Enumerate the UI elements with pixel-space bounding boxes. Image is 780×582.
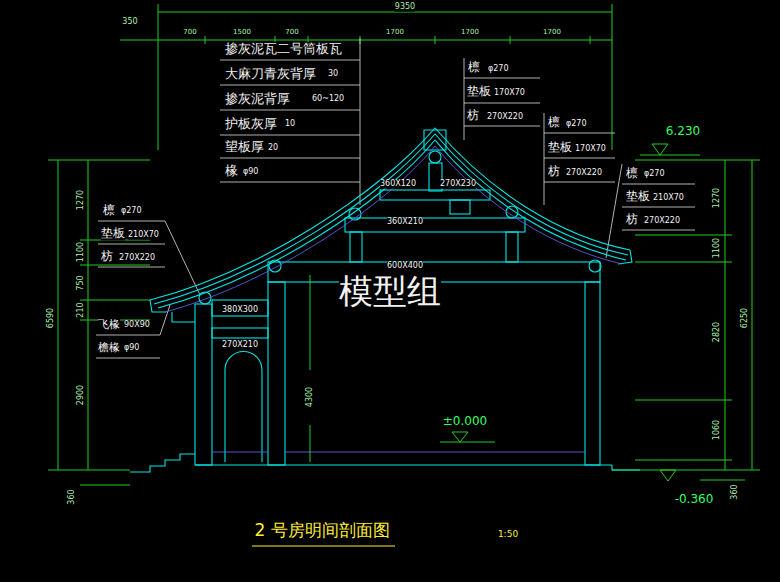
annotation-label: 枋 (626, 213, 638, 226)
annotation-label: φ270 (121, 207, 142, 216)
annotation-label: 600X400 (387, 262, 423, 271)
annotation-label: 垫板 (101, 227, 125, 240)
annotation-label: 掺灰泥背厚 (225, 92, 290, 106)
annotation-label: 350 (122, 18, 137, 27)
annotation-label: 檩 (468, 61, 480, 74)
annotation-label: 1500 (233, 29, 251, 37)
annotation-label: 360X120 (380, 180, 416, 189)
annotation-label: 垫板 (626, 190, 650, 203)
annotation-label: 20 (268, 144, 278, 153)
annotation-label: 170X70 (494, 89, 525, 98)
title-underline (252, 546, 395, 547)
annotation-label: 檩 (103, 204, 115, 217)
dimension-label: 360 (731, 484, 740, 499)
annotation-label: 270X220 (487, 113, 523, 122)
annotation-label: 1:50 (498, 530, 518, 540)
dimension-label: 6250 (741, 308, 750, 328)
annotation-label: 檐椽 (98, 342, 120, 354)
annotation-label: φ270 (566, 120, 587, 129)
annotation-label: 掺灰泥瓦二号筒板瓦 (225, 42, 342, 56)
annotation-label: 9350 (395, 3, 415, 12)
annotation-label: 护板灰厚 (225, 117, 277, 131)
annotation-label: 270X220 (119, 254, 155, 263)
dimension-label: 2900 (77, 385, 86, 405)
dimension-label: 2820 (713, 322, 722, 342)
annotation-label: 360X210 (387, 218, 423, 227)
annotation-label: 700 (285, 29, 298, 37)
annotation-label: φ270 (644, 170, 665, 179)
annotation-label: 垫板 (467, 85, 491, 98)
dimension-label: 1270 (713, 188, 722, 208)
annotation-label: 270X230 (440, 180, 476, 189)
annotation-label: 270X220 (566, 169, 602, 178)
dimension-label: 1270 (77, 190, 86, 210)
dimension-label: 210 (77, 302, 86, 317)
annotation-label: 枋 (467, 109, 479, 122)
inner-lines (165, 146, 622, 452)
annotation-label: 270X210 (222, 341, 258, 350)
annotation-label: 210X70 (128, 231, 159, 240)
annotation-label: ±0.000 (443, 415, 487, 428)
dimension-lines (48, 4, 760, 485)
annotation-label: 檩 (548, 116, 560, 129)
annotation-label: 望板厚 (225, 140, 264, 154)
annotation-label: 60~120 (312, 95, 344, 104)
annotation-label: 垫板 (548, 141, 572, 154)
annotation-label: 380X300 (222, 306, 258, 315)
annotation-label: -0.360 (675, 493, 714, 506)
annotation-label: φ270 (488, 65, 509, 74)
annotation-label: 210X70 (653, 194, 684, 203)
dimension-label: 6590 (47, 308, 56, 328)
annotation-label: 30 (328, 70, 338, 79)
dimension-label: 1100 (713, 238, 722, 258)
annotation-label: φ90 (124, 344, 139, 353)
annotation-label: 模型组 (339, 273, 441, 310)
dimension-label: 360 (68, 489, 77, 504)
annotation-label: 170X70 (575, 145, 606, 154)
drawing-title: 2 号房明间剖面图 (254, 521, 389, 540)
annotation-label: 椽 (225, 164, 238, 178)
annotation-label: 枋 (101, 250, 113, 263)
building-outline (130, 128, 640, 472)
dimension-label: 1100 (77, 242, 86, 262)
dimension-label: 1060 (713, 420, 722, 440)
annotation-label: 1700 (461, 29, 479, 37)
annotation-label: φ90 (243, 168, 258, 177)
annotation-label: 大麻刀青灰背厚 (225, 67, 316, 81)
leader-lines (96, 38, 695, 358)
dimension-label: 750 (77, 275, 86, 290)
annotation-label: 6.230 (666, 125, 700, 138)
annotation-label: 檩 (626, 167, 638, 180)
annotation-label: 90X90 (124, 321, 150, 330)
annotation-label: 10 (285, 120, 295, 129)
annotation-label: 1700 (386, 29, 404, 37)
annotation-label: 1700 (543, 29, 561, 37)
annotation-label: 270X220 (644, 217, 680, 226)
annotation-label: 飞椽 (98, 319, 120, 331)
annotation-label: 枋 (548, 165, 560, 178)
dimension-label: 4300 (306, 387, 315, 407)
annotation-label: 700 (183, 29, 196, 37)
